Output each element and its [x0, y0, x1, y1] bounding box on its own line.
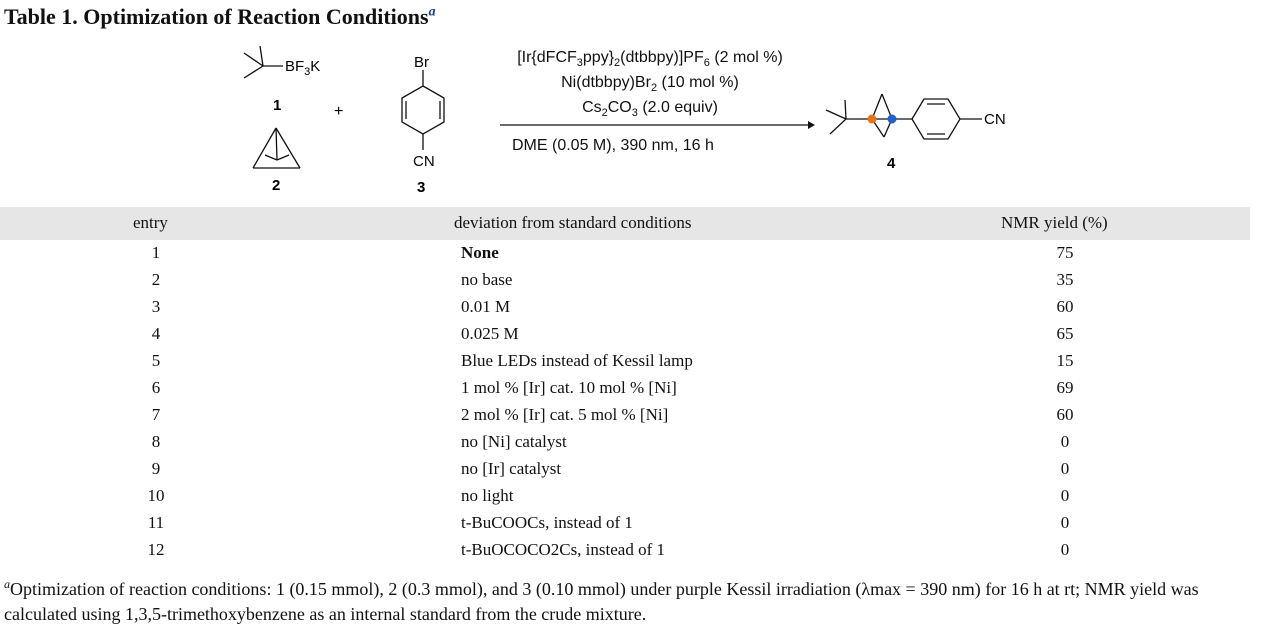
compound-4-label: 4: [887, 155, 896, 172]
deviation-cell: 2 mol % [Ir] cat. 5 mol % [Ni]: [461, 405, 669, 424]
table-row: 4 0.025 M 65: [0, 324, 1250, 351]
title-footnote-mark: a: [428, 4, 436, 20]
yield-cell: 0: [1060, 540, 1070, 559]
deviation-cell: 0.01 M: [461, 297, 511, 316]
header-deviation: deviation from standard conditions: [454, 213, 692, 232]
bf3k-label: BF3K: [285, 58, 320, 78]
deviation-cell: t-BuOCOCO2Cs, instead of 1: [461, 540, 665, 559]
table-row: 1 None 75: [0, 243, 1250, 270]
reaction-scheme: BF3K 1 + 2 Br CN 3 CN 4 [Ir{dFCF3ppy}2(d…: [0, 40, 1270, 205]
table-row: 5 Blue LEDs instead of Kessil lamp 15: [0, 351, 1250, 378]
compound-2-label: 2: [272, 177, 280, 194]
table-title: Table 1. Optimization of Reaction Condit…: [4, 4, 436, 30]
yield-cell: 0: [1060, 486, 1070, 505]
deviation-cell: 1 mol % [Ir] cat. 10 mol % [Ni]: [461, 378, 677, 397]
table-row: 12 t-BuOCOCO2Cs, instead of 1 0: [0, 540, 1250, 567]
deviation-cell: no base: [461, 270, 513, 289]
reaction-scheme-drawing: BF3K 1 + 2 Br CN 3 CN 4: [243, 45, 1006, 196]
header-yield: NMR yield (%): [1001, 213, 1108, 232]
yield-cell: 60: [1056, 297, 1074, 316]
entry-cell: 7: [151, 405, 161, 424]
yield-cell: 75: [1056, 243, 1074, 262]
cn-product-label: CN: [984, 111, 1006, 128]
entry-cell: 4: [151, 324, 161, 343]
table-footnote: aOptimization of reaction conditions: 1 …: [4, 572, 1266, 627]
table-row: 11 t-BuCOOCs, instead of 1 0: [0, 513, 1250, 540]
entry-cell: 12: [147, 540, 165, 559]
yield-cell: 60: [1056, 405, 1074, 424]
entry-cell: 8: [151, 432, 161, 451]
table-row: 2 no base 35: [0, 270, 1250, 297]
footnote-mark: a: [4, 577, 10, 591]
yield-cell: 0: [1060, 432, 1070, 451]
yield-cell: 65: [1056, 324, 1074, 343]
condition-photocatalyst: [Ir{dFCF3ppy}2(dtbbpy)]PF6 (2 mol %): [517, 49, 783, 70]
cn-reactant-label: CN: [413, 153, 435, 170]
table-row: 10 no light 0: [0, 486, 1250, 513]
entry-cell: 9: [151, 459, 161, 478]
entry-cell: 2: [151, 270, 161, 289]
arrow-head-icon: [808, 121, 815, 129]
table-row: 3 0.01 M 60: [0, 297, 1250, 324]
footnote-text: Optimization of reaction conditions: 1 (…: [4, 579, 1199, 624]
deviation-cell: no [Ir] catalyst: [461, 459, 562, 478]
deviation-cell: None: [461, 243, 499, 262]
yield-cell: 69: [1056, 378, 1074, 397]
deviation-cell: t-BuCOOCs, instead of 1: [461, 513, 633, 532]
br-label: Br: [414, 54, 429, 71]
table-title-text: Table 1. Optimization of Reaction Condit…: [4, 4, 429, 29]
deviation-cell: no light: [461, 486, 514, 505]
table-row: 9 no [Ir] catalyst 0: [0, 459, 1250, 486]
yield-cell: 0: [1060, 513, 1070, 532]
blue-radical-marker-icon: [887, 114, 897, 124]
entry-cell: 3: [151, 297, 161, 316]
deviation-cell: 0.025 M: [461, 324, 519, 343]
table-row: 8 no [Ni] catalyst 0: [0, 432, 1250, 459]
table-row: 7 2 mol % [Ir] cat. 5 mol % [Ni] 60: [0, 405, 1250, 432]
entry-cell: 11: [147, 513, 165, 532]
yield-cell: 15: [1056, 351, 1074, 370]
entry-cell: 1: [151, 243, 161, 262]
yield-cell: 0: [1060, 459, 1070, 478]
yield-cell: 35: [1056, 270, 1074, 289]
deviation-cell: Blue LEDs instead of Kessil lamp: [461, 351, 693, 370]
condition-nickel: Ni(dtbbpy)Br2 (10 mol %): [561, 74, 739, 95]
compound-3-label: 3: [417, 179, 425, 196]
condition-base: Cs2CO3 (2.0 equiv): [582, 99, 718, 120]
plus-sign: +: [334, 103, 343, 120]
conditions-above-arrow: [Ir{dFCF3ppy}2(dtbbpy)]PF6 (2 mol %) Ni(…: [500, 48, 800, 124]
entry-cell: 6: [151, 378, 161, 397]
entry-cell: 5: [151, 351, 161, 370]
orange-radical-marker-icon: [867, 114, 877, 124]
deviation-cell: no [Ni] catalyst: [461, 432, 567, 451]
entry-cell: 10: [147, 486, 165, 505]
table-header-row: entry deviation from standard conditions…: [0, 207, 1250, 240]
compound-1-label: 1: [273, 97, 281, 114]
table-row: 6 1 mol % [Ir] cat. 10 mol % [Ni] 69: [0, 378, 1250, 405]
conditions-below-arrow: DME (0.05 M), 390 nm, 16 h: [512, 137, 714, 154]
header-entry: entry: [133, 213, 168, 232]
